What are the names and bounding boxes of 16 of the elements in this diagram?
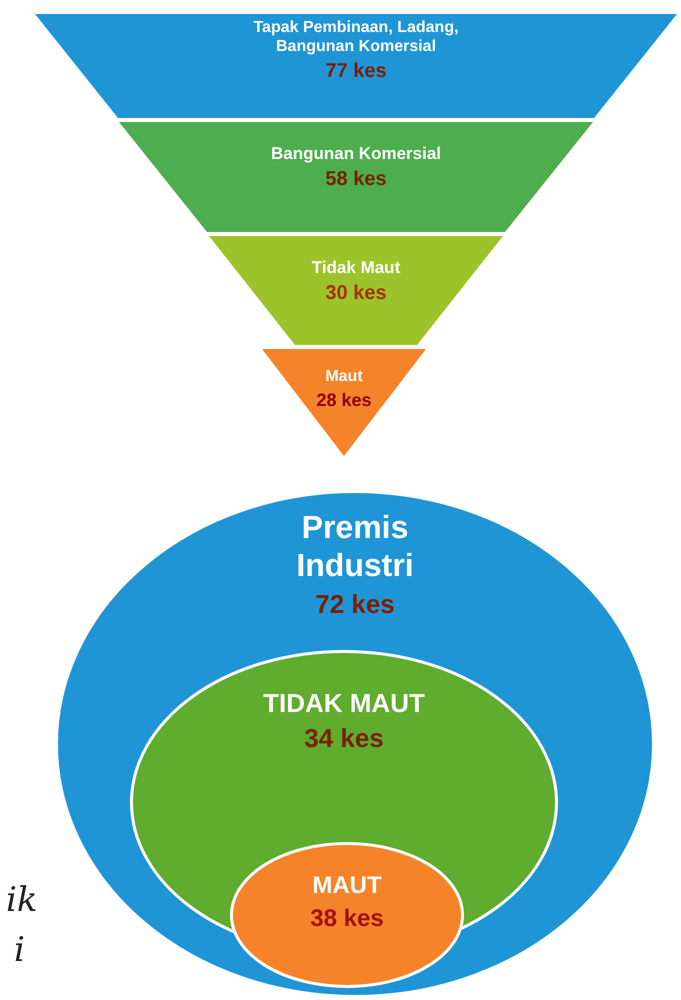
case-count: 72 kes	[315, 588, 395, 620]
category-label: Premis Industri	[295, 508, 415, 585]
category-label: Tidak Maut	[310, 258, 402, 278]
case-count: 58 kes	[325, 168, 387, 192]
case-count: 30 kes	[325, 282, 387, 306]
category-label: Bangunan Komersial	[270, 144, 442, 164]
text-fragment: ik	[6, 880, 38, 920]
category-label: Tapak Pembinaan, Ladang, Bangunan Komersial	[252, 18, 460, 56]
case-count: 28 kes	[316, 390, 372, 412]
case-count: 34 kes	[304, 723, 384, 754]
category-label: Maut	[324, 367, 364, 386]
category-label: TIDAK MAUT	[262, 688, 426, 720]
text-fragment: i	[14, 930, 25, 970]
category-label: MAUT	[311, 872, 383, 901]
case-count: 77 kes	[325, 60, 387, 84]
case-count: 38 kes	[310, 904, 384, 933]
